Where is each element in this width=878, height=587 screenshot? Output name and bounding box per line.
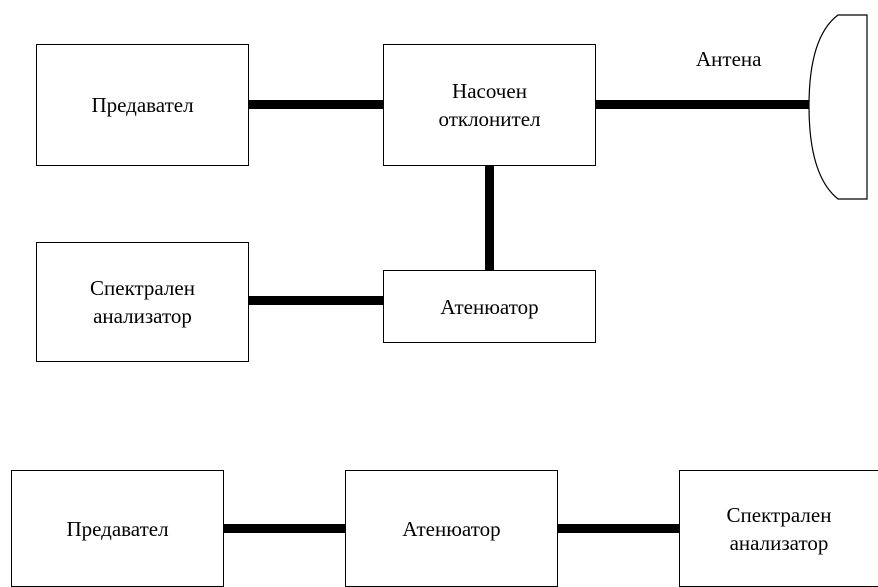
link-analyzer-attenuator <box>249 296 383 305</box>
link-coupler-antenna <box>596 100 809 109</box>
attenuator-label-bottom: Атенюатор <box>402 516 501 541</box>
link-transmitter-attenuator-bottom <box>224 524 345 533</box>
directional-coupler-block: Насочен отклонител <box>383 44 596 166</box>
directional-coupler-label: Насочен отклонител <box>438 79 541 131</box>
spectrum-analyzer-block: Спектрален анализатор <box>36 242 249 362</box>
spectrum-analyzer-block-bottom: Спектрален анализатор <box>679 470 878 587</box>
transmitter-label-bottom: Предавател <box>66 516 169 541</box>
link-attenuator-analyzer-bottom <box>558 524 679 533</box>
antenna-label: Антена <box>696 47 762 71</box>
spectrum-analyzer-label: Спектрален анализатор <box>90 276 195 328</box>
antenna-icon <box>808 14 868 200</box>
link-transmitter-coupler <box>249 100 383 109</box>
spectrum-analyzer-label-bottom: Спектрален анализатор <box>726 502 832 555</box>
transmitter-block: Предавател <box>36 44 249 166</box>
transmitter-label: Предавател <box>91 93 194 117</box>
attenuator-block: Атенюатор <box>383 270 596 343</box>
attenuator-block-bottom: Атенюатор <box>345 470 558 587</box>
link-coupler-attenuator <box>485 166 494 270</box>
attenuator-label: Атенюатор <box>440 294 539 319</box>
transmitter-block-bottom: Предавател <box>11 470 224 587</box>
